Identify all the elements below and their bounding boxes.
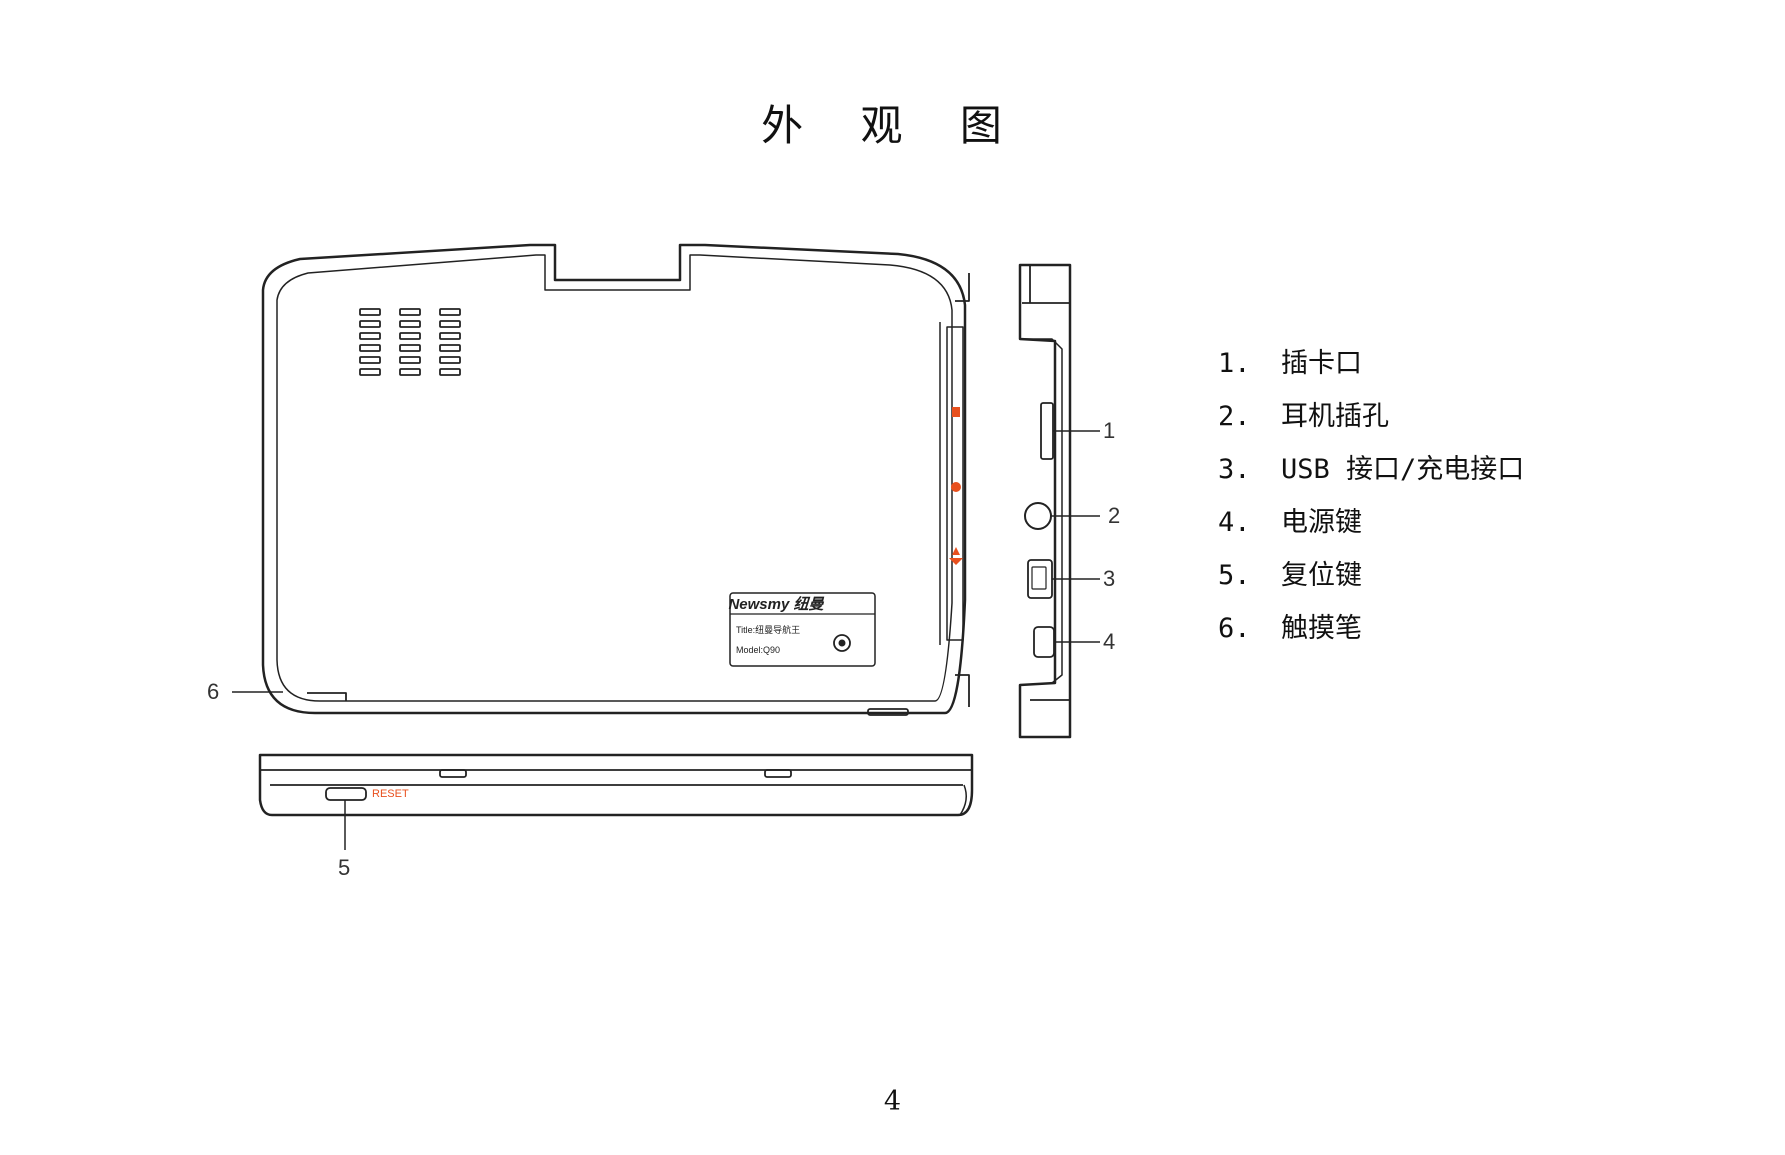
callout-1: 1 bbox=[1103, 418, 1115, 443]
legend-item: 1. 插卡口 bbox=[1218, 337, 1524, 390]
headphone-jack bbox=[1024, 502, 1052, 530]
side-icons bbox=[949, 407, 963, 565]
callout-lines bbox=[232, 430, 1100, 850]
sticker-model-line: Model:Q90 bbox=[736, 645, 780, 655]
legend-number: 1. bbox=[1218, 348, 1251, 379]
sticker-brand: Newsmy 纽曼 bbox=[728, 595, 824, 613]
parts-legend: 1. 插卡口 2. 耳机插孔 3. USB 接口/充电接口 4. 电源键 5. 复位键 6… bbox=[1218, 337, 1524, 655]
legend-label: 电源键 bbox=[1281, 507, 1362, 538]
legend-item: 5. 复位键 bbox=[1218, 549, 1524, 602]
legend-label: 耳机插孔 bbox=[1281, 401, 1389, 432]
legend-label: 触摸笔 bbox=[1281, 613, 1362, 644]
legend-item: 2. 耳机插孔 bbox=[1218, 390, 1524, 443]
device-back-view bbox=[261, 243, 970, 716]
legend-item: 6. 触摸笔 bbox=[1218, 602, 1524, 655]
label-sticker bbox=[729, 592, 876, 667]
callout-5: 5 bbox=[338, 855, 350, 880]
sticker-title-line: Title:纽曼导航王 bbox=[736, 624, 800, 635]
certification-mark bbox=[833, 634, 851, 652]
page-title: 外 观 图 bbox=[761, 101, 1024, 150]
usb-icon bbox=[949, 547, 963, 565]
callout-4: 4 bbox=[1103, 629, 1115, 654]
legend-item: 3. USB 接口/充电接口 bbox=[1218, 443, 1524, 496]
power-key bbox=[1033, 626, 1055, 658]
legend-number: 4. bbox=[1218, 507, 1251, 538]
headphone-icon bbox=[951, 482, 961, 492]
card-slot bbox=[1040, 402, 1054, 460]
callout-3: 3 bbox=[1103, 566, 1115, 591]
power-icon bbox=[952, 407, 960, 417]
callout-2: 2 bbox=[1108, 503, 1120, 528]
device-exterior-figure: Newsmy 纽曼 Title:纽曼导航王 Model:Q90 RESET 1 … bbox=[200, 225, 1130, 880]
speaker-grille bbox=[359, 308, 461, 376]
legend-label: 插卡口 bbox=[1281, 348, 1362, 379]
device-side-view bbox=[1018, 263, 1072, 739]
callout-6: 6 bbox=[207, 679, 219, 704]
reset-button bbox=[325, 787, 367, 801]
legend-number: 5. bbox=[1218, 560, 1251, 591]
device-drawing: Newsmy 纽曼 Title:纽曼导航王 Model:Q90 RESET 1 … bbox=[207, 243, 1120, 880]
legend-number: 3. bbox=[1218, 454, 1251, 485]
reset-label: RESET bbox=[372, 788, 409, 800]
device-bottom-view bbox=[258, 753, 974, 817]
legend-number: 2. bbox=[1218, 401, 1251, 432]
legend-label: 复位键 bbox=[1281, 560, 1362, 591]
legend-item: 4. 电源键 bbox=[1218, 496, 1524, 549]
page-number: 4 bbox=[883, 1086, 902, 1117]
legend-label: USB 接口/充电接口 bbox=[1281, 454, 1525, 485]
legend-number: 6. bbox=[1218, 613, 1251, 644]
